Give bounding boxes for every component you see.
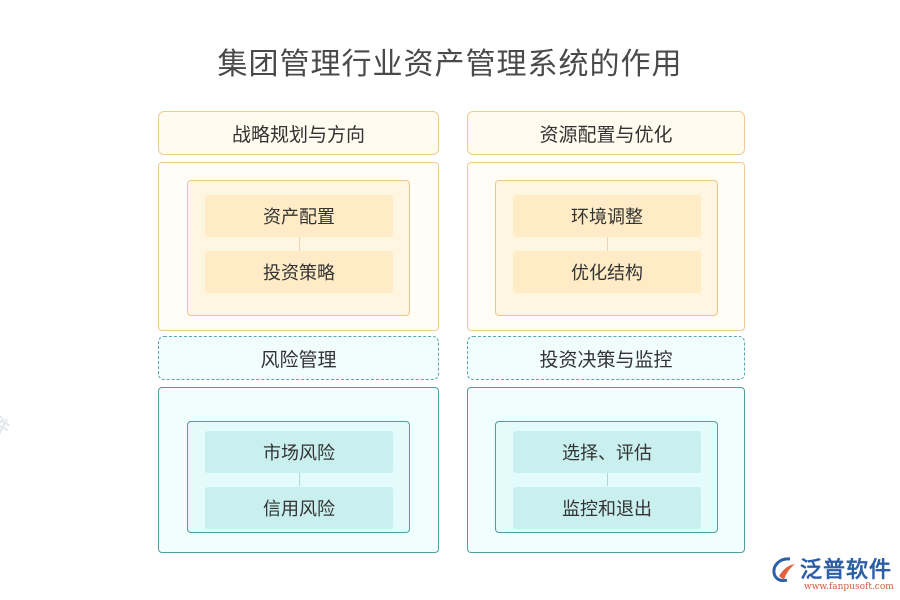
inner-panel-risk: 市场风险 信用风险: [187, 421, 410, 533]
connector-line: [607, 236, 608, 252]
item-market-risk: 市场风险: [205, 431, 393, 473]
connector-line: [299, 236, 300, 252]
logo-mark-icon: [772, 557, 795, 583]
connector-line: [299, 472, 300, 486]
inner-panel-resource: 环境调整 优化结构: [495, 180, 718, 316]
item-monitor-exit: 监控和退出: [513, 487, 701, 529]
page-title: 集团管理行业资产管理系统的作用: [217, 47, 683, 82]
brand-logo: 泛普软件 www.fanpusoft.com: [770, 552, 895, 596]
connector-line: [607, 472, 608, 486]
watermark-text: 件: [0, 412, 14, 440]
header-investment-decision: 投资决策与监控: [467, 336, 745, 380]
panel-resource: 环境调整 优化结构: [467, 162, 745, 331]
panel-risk: 市场风险 信用风险: [158, 387, 439, 553]
item-credit-risk: 信用风险: [205, 487, 393, 529]
item-asset-allocation: 资产配置: [205, 195, 393, 237]
item-optimize-structure: 优化结构: [513, 251, 701, 293]
header-strategy: 战略规划与方向: [158, 111, 439, 155]
panel-strategy: 资产配置 投资策略: [158, 162, 439, 331]
panel-investment-decision: 选择、评估 监控和退出: [467, 387, 745, 553]
inner-panel-strategy: 资产配置 投资策略: [187, 180, 410, 316]
item-investment-strategy: 投资策略: [205, 251, 393, 293]
logo-url: www.fanpusoft.com: [804, 582, 894, 592]
inner-panel-investment-decision: 选择、评估 监控和退出: [495, 421, 718, 533]
logo-name: 泛普软件: [800, 558, 893, 583]
header-resource: 资源配置与优化: [467, 111, 745, 155]
item-environment-adjust: 环境调整: [513, 195, 701, 237]
item-select-evaluate: 选择、评估: [513, 431, 701, 473]
header-risk: 风险管理: [158, 336, 439, 380]
